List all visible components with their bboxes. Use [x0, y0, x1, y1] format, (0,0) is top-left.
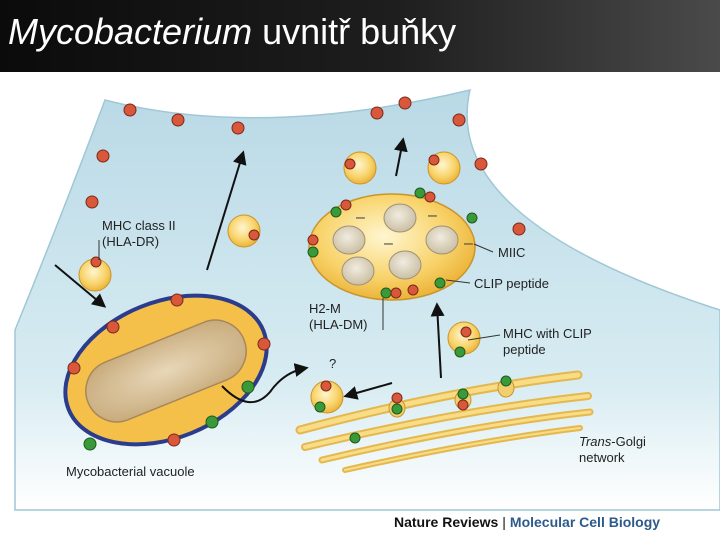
label-mhc-clip-2: peptide	[503, 342, 546, 357]
svg-text:–: –	[428, 207, 437, 224]
mycobacterial-vacuole	[63, 293, 271, 451]
trafficking-arrows	[54, 137, 445, 403]
label-trans-golgi-italic: Trans	[579, 434, 612, 449]
source-credit: Nature Reviews|Molecular Cell Biology	[394, 514, 660, 530]
label-h2m-1: H2-M	[309, 301, 341, 316]
title-italic: Mycobacterium	[8, 11, 253, 52]
slide-title: Mycobacterium uvnitř buňky	[8, 8, 456, 56]
label-miic: MIIC	[498, 245, 525, 260]
label-h2m-2: (HLA-DM)	[309, 317, 368, 332]
title-bar: Mycobacterium uvnitř buňky	[0, 0, 720, 72]
trans-golgi-network	[295, 370, 594, 473]
credit-separator: |	[502, 514, 506, 530]
label-question: ?	[329, 356, 336, 371]
label-trans-golgi-rest: -Golgi	[611, 434, 646, 449]
title-rest: uvnitř buňky	[252, 11, 457, 52]
credit-publisher: Nature Reviews	[394, 514, 499, 530]
label-mhc-class-ii-1: MHC class II	[102, 218, 176, 233]
svg-text:–: –	[356, 209, 365, 226]
label-trans-golgi-2: network	[579, 450, 625, 465]
label-trans-golgi-1: Trans-Golgi	[579, 434, 646, 449]
membrane-mhc-markers	[85, 96, 526, 236]
label-leader-lines	[98, 240, 501, 341]
label-vacuole: Mycobacterial vacuole	[66, 464, 195, 479]
transport-vesicles	[78, 151, 481, 414]
credit-journal: Molecular Cell Biology	[509, 514, 661, 530]
label-clip-peptide: CLIP peptide	[474, 276, 549, 291]
svg-text:–: –	[384, 235, 393, 252]
svg-text:–: –	[464, 235, 473, 252]
label-mhc-class-ii-2: (HLA-DR)	[102, 234, 159, 249]
miic-compartment: – – – – –	[307, 187, 478, 301]
label-mhc-clip-1: MHC with CLIP	[503, 326, 592, 341]
